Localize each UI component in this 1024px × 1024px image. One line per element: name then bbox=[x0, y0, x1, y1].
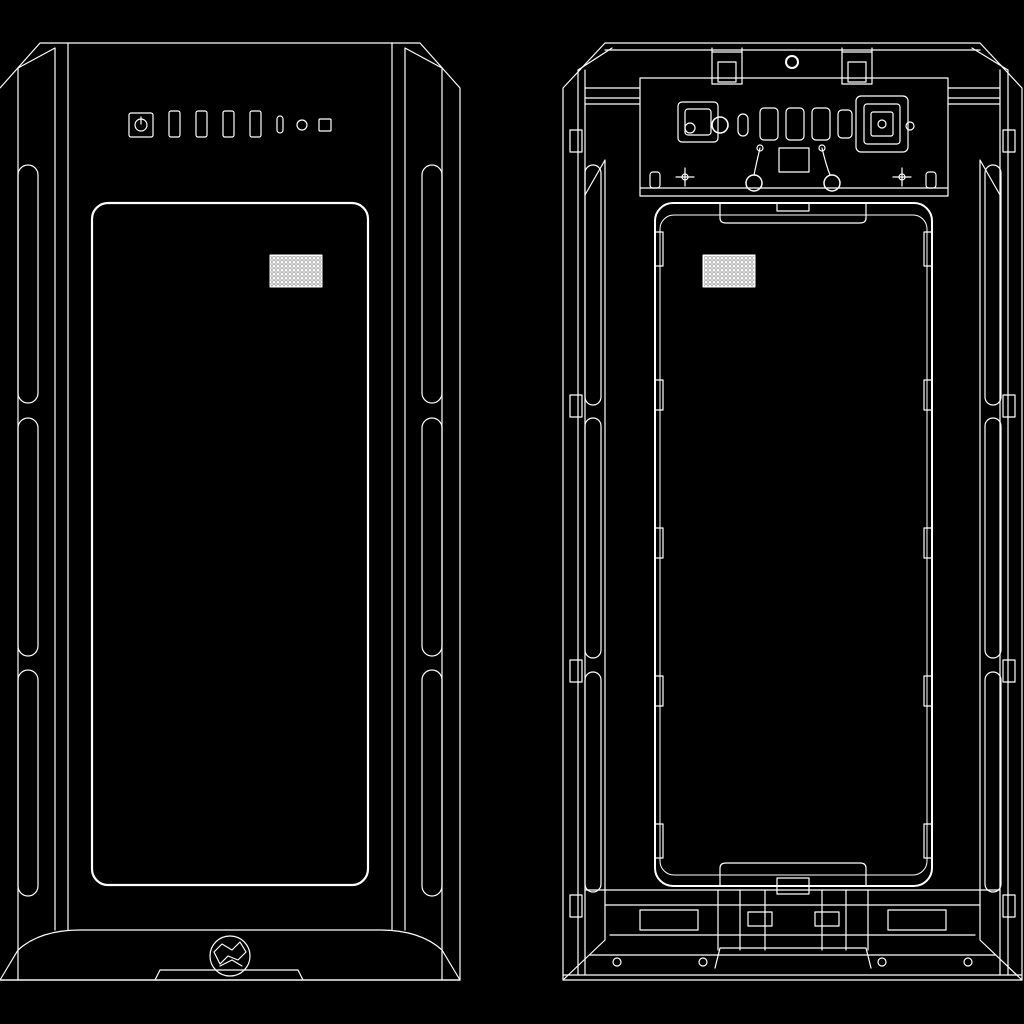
rear-bottom-tray bbox=[714, 947, 872, 969]
rear-window-top-tab bbox=[776, 202, 810, 212]
rear-right-slot-2 bbox=[984, 417, 1002, 659]
rear-top-chamfer-r bbox=[971, 47, 1009, 71]
rear-screw-1 bbox=[905, 121, 915, 131]
rear-left-wall bbox=[584, 159, 606, 891]
rear-wire-left bbox=[753, 147, 761, 176]
usb-port-2[interactable] bbox=[195, 110, 208, 138]
usb-c-port[interactable] bbox=[276, 115, 284, 134]
rear-crosshair-right bbox=[892, 167, 912, 187]
front-right-slot-2 bbox=[421, 417, 443, 657]
front-window-panel bbox=[90, 201, 370, 887]
rear-port-2[interactable] bbox=[785, 107, 805, 141]
front-bottom-notch bbox=[154, 969, 304, 981]
front-left-slot-3 bbox=[17, 669, 39, 897]
rear-small-tab-r bbox=[925, 171, 937, 189]
rear-knob-right bbox=[823, 174, 841, 192]
rear-right-slot-1 bbox=[984, 164, 1002, 406]
power-icon bbox=[134, 116, 148, 132]
rear-port-1[interactable] bbox=[759, 107, 779, 141]
front-bottom-foot bbox=[0, 929, 461, 981]
rear-bottom-rect-2 bbox=[887, 909, 947, 931]
fan-mount-icon bbox=[677, 101, 719, 143]
usb-port-3[interactable] bbox=[222, 110, 235, 138]
front-right-slot-1 bbox=[421, 164, 443, 404]
front-left-slot-2 bbox=[17, 417, 39, 657]
rear-io-shield bbox=[639, 77, 949, 197]
rear-side-latches bbox=[569, 129, 1016, 918]
rear-foot-screws bbox=[612, 957, 973, 967]
top-clip-left bbox=[711, 47, 743, 85]
rear-port-4[interactable] bbox=[837, 109, 853, 139]
front-view bbox=[0, 42, 461, 981]
usb-port-4[interactable] bbox=[249, 110, 262, 138]
rear-wire-end-r bbox=[818, 144, 826, 152]
rear-center-bracket bbox=[778, 147, 810, 173]
rear-top-chamfer-l bbox=[577, 47, 613, 71]
rear-window-top-notch bbox=[719, 202, 867, 224]
logo-emblem-icon bbox=[209, 935, 251, 977]
rear-mesh-vent bbox=[702, 254, 756, 288]
front-io-panel bbox=[128, 110, 332, 138]
top-screw-hole bbox=[785, 55, 799, 69]
front-top-chamfer-left bbox=[17, 47, 56, 69]
rear-port-round[interactable] bbox=[711, 116, 729, 134]
power-button[interactable] bbox=[128, 112, 154, 138]
rear-right-wall bbox=[979, 159, 1001, 891]
rear-window-inner bbox=[659, 214, 928, 876]
rear-small-tab-l bbox=[649, 171, 661, 189]
rear-right-slot-3 bbox=[984, 671, 1002, 893]
rear-left-slot-1 bbox=[584, 164, 602, 406]
rear-wire-end-l bbox=[756, 144, 764, 152]
rear-left-slot-2 bbox=[584, 417, 602, 659]
front-right-slot-3 bbox=[421, 669, 443, 897]
rear-window-bottom-tab bbox=[776, 877, 810, 895]
rear-bottom-rect-1 bbox=[639, 909, 699, 931]
rear-outer-shell bbox=[562, 42, 1023, 981]
rear-wire-right bbox=[821, 147, 831, 176]
rear-window-side-tabs bbox=[654, 231, 933, 859]
fan-mount-right bbox=[855, 95, 909, 153]
usb-port-1[interactable] bbox=[168, 110, 181, 138]
front-left-slot-1 bbox=[17, 164, 39, 404]
rear-left-slot-3 bbox=[584, 671, 602, 893]
rear-view bbox=[562, 42, 1023, 981]
front-outer-shell bbox=[0, 42, 461, 981]
rear-knob-left bbox=[745, 174, 763, 192]
rear-bottom-vents bbox=[717, 889, 869, 951]
front-top-chamfer-right bbox=[404, 47, 443, 69]
audio-jack-icon[interactable] bbox=[296, 119, 308, 131]
rear-port-oval[interactable] bbox=[737, 113, 749, 137]
rear-crosshair-left bbox=[675, 167, 695, 187]
top-clip-right bbox=[841, 47, 873, 85]
rear-window-panel bbox=[654, 202, 933, 887]
reset-button-icon[interactable] bbox=[318, 118, 332, 132]
rear-port-3[interactable] bbox=[811, 107, 831, 141]
mesh-vent-icon bbox=[269, 254, 323, 288]
rear-bottom-frame bbox=[562, 889, 1023, 981]
rear-window-bottom-notch bbox=[719, 862, 867, 887]
